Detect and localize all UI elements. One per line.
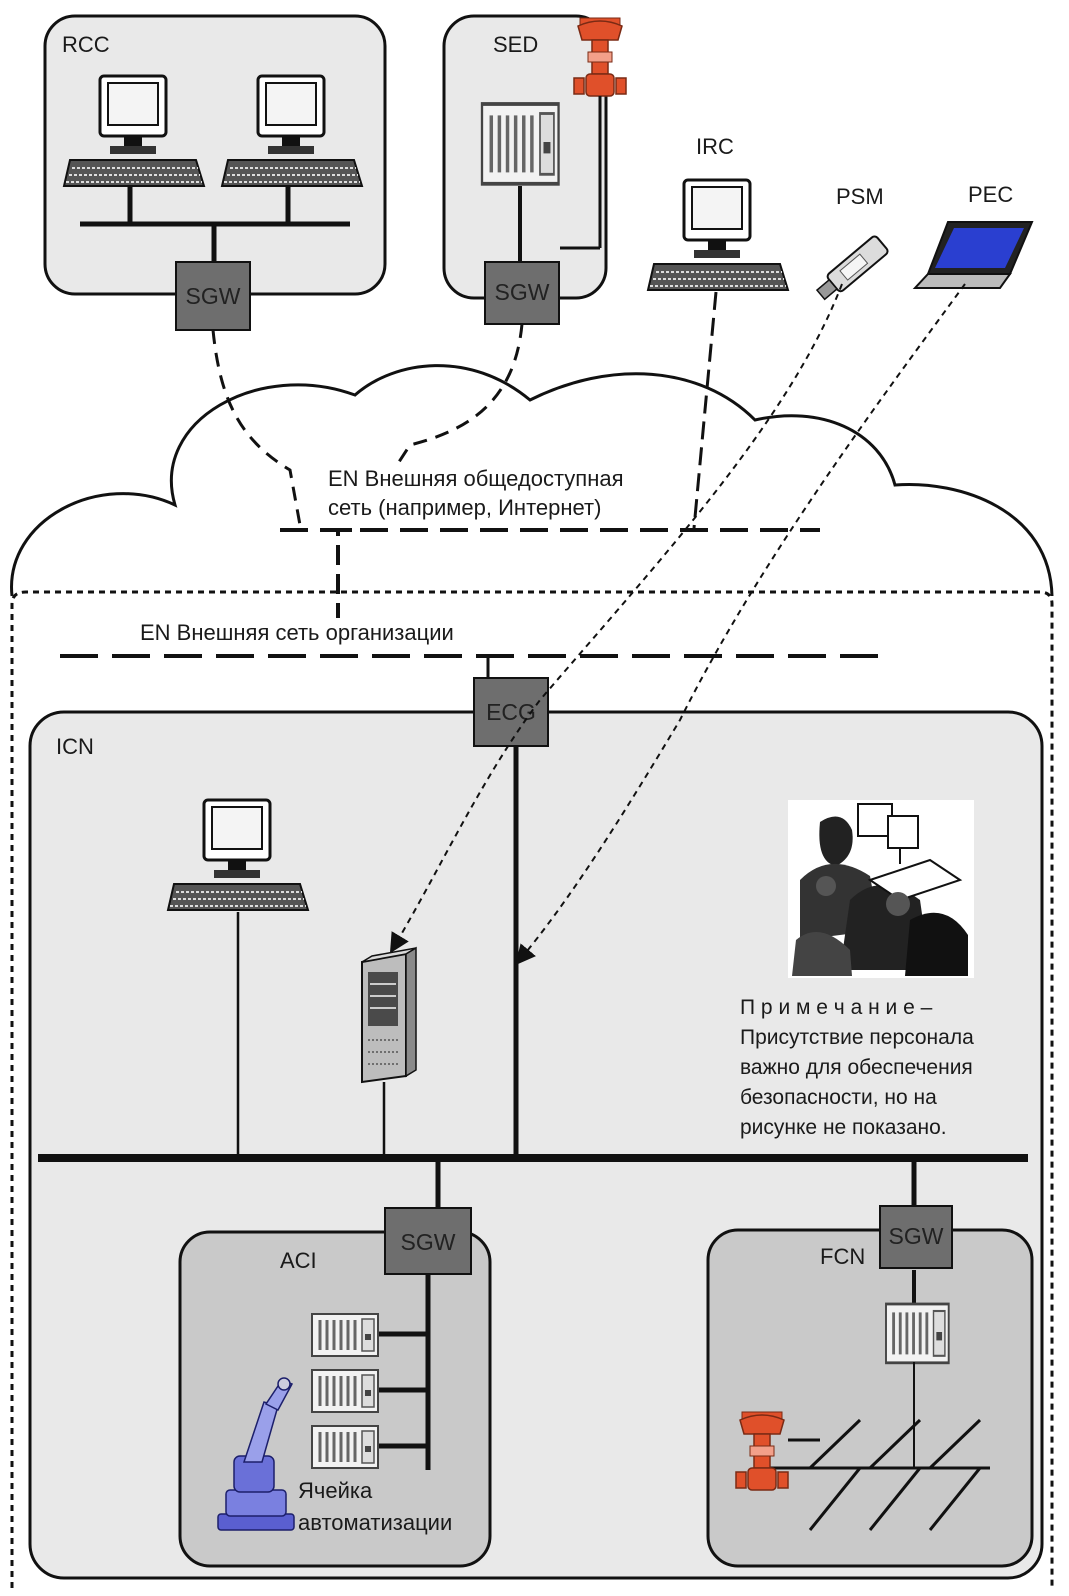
enterprise-boundary xyxy=(10,590,1054,1588)
aci-label: ACI xyxy=(280,1248,317,1273)
note-line1: Присутствие персонала xyxy=(740,1026,974,1049)
rcc-zone: RCC xyxy=(43,14,387,296)
sed-sgw-label: SGW xyxy=(495,279,550,305)
rcc-sgw-label: SGW xyxy=(186,283,241,309)
public-network-cloud xyxy=(10,364,1054,597)
public-network-label-line2: сеть (например, Интернет) xyxy=(328,495,601,520)
rcc-label: RCC xyxy=(62,32,110,57)
ecg-label: ECG xyxy=(486,699,536,725)
rcc-sgw-gateway: SGW xyxy=(175,261,251,331)
robot-arm-icon xyxy=(217,1377,295,1531)
laptop-icon xyxy=(912,221,1034,289)
aci-sgw-gateway: SGW xyxy=(384,1207,472,1275)
aci-cell-label-line2: автоматизации xyxy=(298,1510,452,1535)
aci-controller-2 xyxy=(310,1368,380,1414)
personnel-illustration xyxy=(788,800,974,978)
ecg-gateway: ECG xyxy=(473,677,549,747)
pec-zone: PEC xyxy=(912,182,1034,289)
psm-label: PSM xyxy=(836,184,884,209)
irc-zone: IRC xyxy=(646,134,790,292)
psm-zone: PSM xyxy=(815,184,889,301)
sed-label: SED xyxy=(493,32,538,57)
server-icon xyxy=(361,946,417,1084)
usb-stick-icon xyxy=(815,235,889,301)
aci-controller-1 xyxy=(310,1312,380,1358)
note-title: П р и м е ч а н и е – xyxy=(740,996,933,1019)
irc-label: IRC xyxy=(696,134,734,159)
fcn-label: FCN xyxy=(820,1244,865,1269)
note-line3: безопасности, но на xyxy=(740,1086,937,1109)
aci-controller-3 xyxy=(310,1424,380,1470)
fcn-zone: FCN xyxy=(706,1228,1034,1568)
sed-zone: SED xyxy=(442,14,627,300)
irc-workstation xyxy=(646,178,790,292)
public-network-label-line1: EN Внешняя общедоступная xyxy=(328,466,624,491)
fcn-sgw-gateway: SGW xyxy=(879,1205,953,1269)
enterprise-network-label: EN Внешняя сеть организации xyxy=(140,620,454,645)
sed-sgw-gateway: SGW xyxy=(484,261,560,325)
fcn-controller xyxy=(886,1304,949,1363)
sed-controller xyxy=(482,104,559,184)
note-line4: рисунке не показано. xyxy=(740,1116,947,1139)
fcn-sgw-label: SGW xyxy=(889,1223,944,1249)
aci-cell-label-line1: Ячейка xyxy=(298,1478,373,1503)
aci-sgw-label: SGW xyxy=(401,1229,456,1255)
pec-label: PEC xyxy=(968,182,1013,207)
icn-label: ICN xyxy=(56,734,94,759)
note-line2: важно для обеспечения xyxy=(740,1056,973,1079)
